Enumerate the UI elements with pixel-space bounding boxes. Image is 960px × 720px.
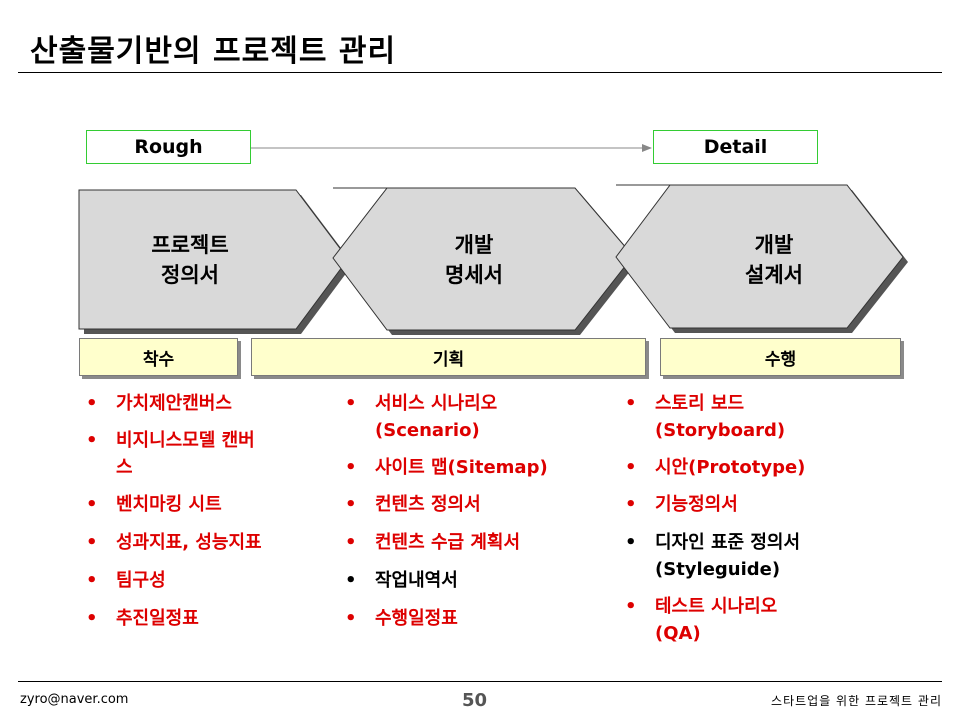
detail-label: Detail xyxy=(653,130,818,164)
list-item: 비지니스모델 캔버스 xyxy=(86,427,266,481)
page-title: 산출물기반의 프로젝트 관리 xyxy=(30,34,397,69)
list-item: 팀구성 xyxy=(86,567,326,594)
footer-divider xyxy=(18,681,942,682)
stage-1-line1: 프로젝트 xyxy=(151,233,229,257)
page-number: 50 xyxy=(462,690,488,711)
list-item: 컨텐츠 정의서 xyxy=(345,491,585,518)
stage-3-label: 개발 설계서 xyxy=(664,230,884,290)
stage-2-label: 개발 명세서 xyxy=(364,230,584,290)
deliverables-execution: 스토리 보드(Storyboard) 시안(Prototype) 기능정의서 디… xyxy=(625,390,865,647)
list-item: 시안(Prototype) xyxy=(625,454,865,481)
list-item: 디자인 표준 정의서(Styleguide) xyxy=(625,529,805,583)
stage-1-line2: 정의서 xyxy=(161,263,219,287)
list-item: 사이트 맵(Sitemap) xyxy=(345,454,585,481)
phase-initiation: 착수 xyxy=(79,338,238,376)
title-divider xyxy=(18,72,942,73)
footer-title: 스타트업을 위한 프로젝트 관리 xyxy=(771,694,942,708)
list-item: 컨텐츠 수급 계획서 xyxy=(345,529,585,556)
stage-arrow-3 xyxy=(615,184,904,329)
stage-3-line1: 개발 xyxy=(754,233,794,257)
footer-email: zyro@naver.com xyxy=(20,692,129,707)
list-item: 가치제안캔버스 xyxy=(86,390,326,417)
phase-planning: 기획 xyxy=(251,338,646,376)
phase-execution: 수행 xyxy=(660,338,901,376)
list-item: 작업내역서 xyxy=(345,567,585,594)
list-item: 벤치마킹 시트 xyxy=(86,491,326,518)
deliverables-initiation: 가치제안캔버스 비지니스모델 캔버스 벤치마킹 시트 성과지표, 성능지표 팀구… xyxy=(86,390,326,632)
list-item: 수행일정표 xyxy=(345,605,585,632)
deliverables-planning: 서비스 시나리오(Scenario) 사이트 맵(Sitemap) 컨텐츠 정의… xyxy=(345,390,585,632)
stage-1-label: 프로젝트 정의서 xyxy=(80,230,300,290)
list-item: 추진일정표 xyxy=(86,605,326,632)
list-item: 성과지표, 성능지표 xyxy=(86,529,326,556)
stage-arrow-2 xyxy=(332,187,634,331)
list-item: 서비스 시나리오(Scenario) xyxy=(345,390,525,444)
stage-2-line2: 명세서 xyxy=(445,263,503,287)
list-item: 스토리 보드(Storyboard) xyxy=(625,390,805,444)
rough-label: Rough xyxy=(86,130,251,164)
stage-2-line1: 개발 xyxy=(454,233,494,257)
stage-3-line2: 설계서 xyxy=(745,263,803,287)
stage-arrow-1 xyxy=(78,189,349,330)
list-item: 기능정의서 xyxy=(625,491,865,518)
list-item: 테스트 시나리오(QA) xyxy=(625,593,795,647)
